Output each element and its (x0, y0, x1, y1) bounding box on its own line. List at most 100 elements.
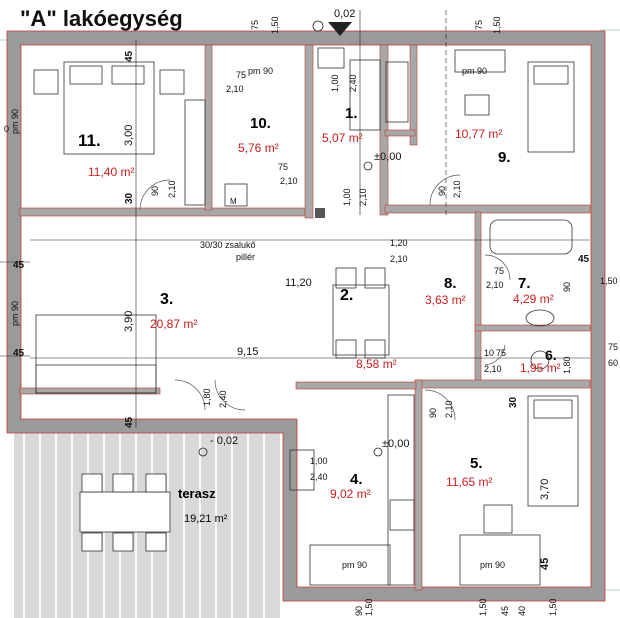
dim-1-50-bottom-2: 1,50 (478, 598, 488, 616)
level-entry: 0,02 (334, 8, 355, 20)
room-1-number: 1. (345, 105, 358, 122)
room-9-area: 10,77 m² (455, 127, 502, 141)
room-10-area: 5,76 m² (238, 141, 279, 155)
dim-75-room-10: 75 (236, 70, 246, 80)
dim-45-left-lower: 45 (13, 348, 25, 359)
dim-2-40-door-3: 2,40 (218, 390, 228, 408)
dim-30-right: 30 (508, 396, 519, 408)
level-inside-2: ±0,00 (382, 438, 409, 450)
dim-2-10-wc: 2,10 (484, 364, 502, 374)
room-6-number: 6. (545, 347, 557, 363)
dim-3-00: 3,00 (123, 125, 135, 146)
room-10-number: 10. (250, 115, 271, 132)
dim-90-door-5: 90 (428, 408, 438, 418)
window-label-5: pm 90 (480, 560, 505, 570)
dim-1-50-right: 1,50 (600, 276, 618, 286)
dim-10-wc: 10 (484, 348, 494, 358)
room-7-area: 4,29 m² (513, 292, 554, 306)
dim-90-bottom-1: 90 (354, 606, 364, 616)
exterior-walls (6, 30, 606, 602)
dim-45-top: 45 (124, 50, 135, 62)
dim-30-left: 30 (124, 192, 135, 204)
dim-2-40-wc: 2,40 (348, 74, 358, 92)
dim-45-bottom-left: 45 (124, 416, 135, 428)
dim-2-10-door-11: 2,10 (167, 180, 177, 198)
window-label-3: pm 90 (10, 301, 20, 326)
window-label-4: pm 90 (342, 560, 367, 570)
dim-1-00-kitchen: 1,00 (310, 456, 328, 466)
dim-45-bottom-3: 45 (500, 606, 510, 616)
dim-1-00-door-1: 1,00 (342, 188, 352, 206)
room-4-area: 9,02 m² (330, 487, 371, 501)
dim-45-right: 45 (578, 254, 590, 265)
room-3-number: 3. (160, 291, 173, 308)
dim-2-10-door-1: 2,10 (358, 188, 368, 206)
room-4-number: 4. (350, 471, 363, 488)
pillar-note-line-1: 30/30 zsalukő (200, 240, 256, 250)
dim-1-50-top-2: 1,50 (492, 16, 502, 34)
dimension-lines (0, 10, 590, 428)
room-11-number: 11. (78, 131, 101, 150)
room-8-number: 8. (444, 275, 457, 292)
meter-label: M (230, 197, 237, 206)
dim-45-bottom-right: 45 (539, 558, 551, 570)
dim-2-10-room-10b: 2,10 (280, 176, 298, 186)
dim-75-wc: 75 (496, 348, 506, 358)
dim-1-50-bottom-1: 1,50 (364, 598, 374, 616)
dim-75-top: 75 (250, 20, 260, 30)
dim-1-50-top: 1,50 (270, 16, 280, 34)
room-1-area: 5,07 m² (322, 131, 363, 145)
dim-45-left-upper: 45 (13, 260, 25, 271)
plan-title: "A" lakóegység (20, 6, 183, 31)
room-11-area: 11,40 m² (88, 165, 134, 179)
dim-75-bath: 75 (494, 266, 504, 276)
dim-90-door-9: 90 (437, 186, 447, 196)
dim-0-left: 0 (4, 124, 9, 134)
dim-1-80-door-3: 1,80 (202, 388, 212, 406)
room-5-area: 11,65 m² (446, 475, 492, 489)
dim-75-room-10b: 75 (278, 162, 288, 172)
door-swings (139, 174, 511, 421)
window-label-10: pm 90 (248, 66, 273, 76)
room-8-area: 3,63 m² (425, 293, 466, 307)
room-3-area: 20,87 m² (150, 317, 197, 331)
dim-2-40-kitchen: 2,40 (310, 472, 328, 482)
entrance-marker (312, 20, 352, 36)
terrace-area-label: 19,21 m² (184, 513, 228, 525)
dim-75-right: 75 (608, 342, 618, 352)
dim-3-90: 3,90 (123, 311, 135, 332)
dim-40-bottom: 40 (517, 606, 527, 616)
window-label-11: pm 90 (10, 109, 20, 134)
window-label-9: pm 90 (462, 66, 487, 76)
dim-2-10-door-5: 2,10 (444, 400, 454, 418)
room-6-area: 1,95 m² (520, 361, 561, 375)
dim-11-20: 11,20 (285, 277, 312, 289)
dim-9-15: 9,15 (237, 346, 258, 358)
dim-90-window-7: 90 (562, 282, 572, 292)
level-terrace: - 0,02 (210, 435, 238, 447)
room-2-number: 2. (340, 287, 353, 304)
pillar (315, 208, 325, 218)
dim-2-10-opening: 2,10 (390, 254, 408, 264)
dim-3-70: 3,70 (539, 479, 551, 500)
room-9-number: 9. (498, 149, 511, 166)
room-7-number: 7. (518, 275, 531, 292)
room-2-area: 8,58 m² (356, 357, 397, 371)
level-markers (198, 161, 383, 457)
dim-180-window-6: 1,80 (562, 356, 572, 374)
dim-2-10-door-9: 2,10 (452, 180, 462, 198)
pillar-note-line-2: pillér (236, 252, 255, 262)
room-5-number: 5. (470, 455, 483, 472)
dim-2-10-room-10: 2,10 (226, 84, 244, 94)
dim-1-00-wc: 1,00 (330, 74, 340, 92)
dim-75-top-2: 75 (474, 20, 484, 30)
level-inside-1: ±0,00 (374, 151, 401, 163)
dim-1-50-bottom-3: 1,50 (548, 598, 558, 616)
interior-walls (19, 44, 591, 591)
dim-60-right: 60 (608, 358, 618, 368)
dim-2-10-bath: 2,10 (486, 280, 504, 290)
dim-1-20-opening: 1,20 (390, 238, 408, 248)
terrace-label: terasz (178, 486, 216, 501)
dim-90-door-11: 90 (150, 186, 160, 196)
